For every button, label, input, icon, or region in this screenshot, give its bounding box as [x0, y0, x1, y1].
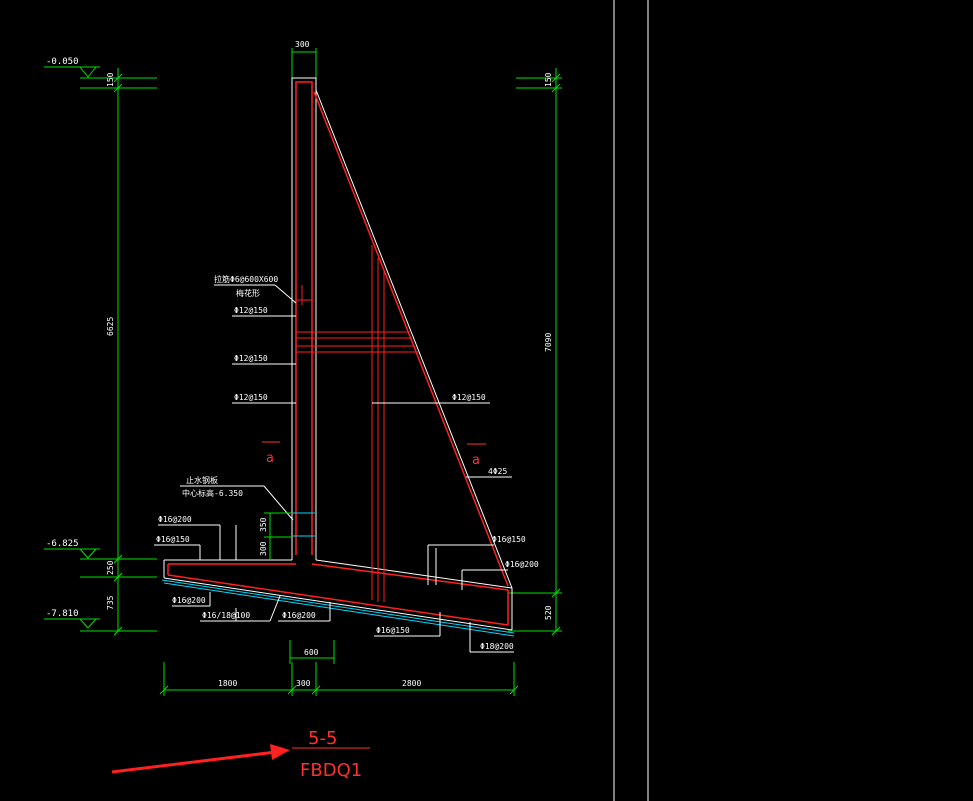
rebar-label-r4: Φ12@150: [452, 393, 486, 402]
bottom-dimension-chain: [159, 640, 519, 696]
waterstop-sublabel: 中心标高-6.350: [182, 488, 243, 498]
rebar-label-r2: Φ12@150: [234, 354, 268, 363]
rebar-label-b3: Φ16@200: [172, 596, 206, 605]
section-title: 5-5: [308, 728, 337, 749]
right-dimension-chain: [508, 68, 562, 636]
leader-lines: [154, 284, 514, 653]
section-name: FBDQ1: [300, 760, 362, 781]
left-dim-250: 250: [106, 560, 115, 575]
rebar-label-b9: Φ18@200: [480, 642, 514, 651]
section-cut-marks: [262, 441, 486, 445]
right-dim-7090: 7090: [544, 333, 553, 352]
waterstop-cyan: [161, 512, 515, 637]
elevation-mid-label: -6.825: [46, 539, 79, 549]
rebar-label-b6: Φ16@150: [376, 626, 410, 635]
rebar-label-b4: Φ16/18@100: [202, 611, 250, 620]
rebar-label-b1: Φ16@200: [158, 515, 192, 524]
rebar-label-r5: 4Φ25: [488, 467, 507, 476]
rebar-label-b2: Φ16@150: [156, 535, 190, 544]
left-dim-735: 735: [106, 595, 115, 610]
tie-bar-label: 拉筋Φ6@600X600: [214, 274, 278, 284]
waterstop-label: 止水钢板: [186, 475, 218, 485]
annotation-arrow: [111, 744, 290, 774]
rebar-label-b8: Φ16@200: [505, 560, 539, 569]
inner-dimensions: [264, 512, 292, 560]
bottom-dim-300: 300: [296, 679, 311, 688]
top-dimension: [291, 48, 317, 78]
inner-dim-300: 300: [259, 541, 268, 556]
section-mark-left: a: [266, 451, 274, 466]
elevation-top-label: -0.050: [46, 57, 79, 67]
elevation-bottom-label: -7.810: [46, 609, 79, 619]
rebar-label-r3: Φ12@150: [234, 393, 268, 402]
left-dimension-chain: [44, 66, 157, 636]
right-dim-150: 150: [544, 72, 553, 87]
top-dim-300: 300: [295, 40, 310, 49]
bottom-dim-2800: 2800: [402, 679, 421, 688]
tie-bar-sublabel: 梅花形: [236, 288, 260, 298]
inner-dim-350: 350: [259, 517, 268, 532]
right-dim-520: 520: [544, 605, 553, 620]
rebar-label-r1: Φ12@150: [234, 306, 268, 315]
rebar-label-b5: Φ16@200: [282, 611, 316, 620]
reinforcement-red: [167, 81, 509, 626]
left-dim-6625: 6625: [106, 317, 115, 336]
section-mark-right: a: [472, 453, 480, 468]
wall-section: [163, 77, 513, 631]
bottom-dim-600: 600: [304, 648, 319, 657]
bottom-dim-1800: 1800: [218, 679, 237, 688]
rebar-label-b7: Φ16@150: [492, 535, 526, 544]
left-dim-150: 150: [106, 72, 115, 87]
